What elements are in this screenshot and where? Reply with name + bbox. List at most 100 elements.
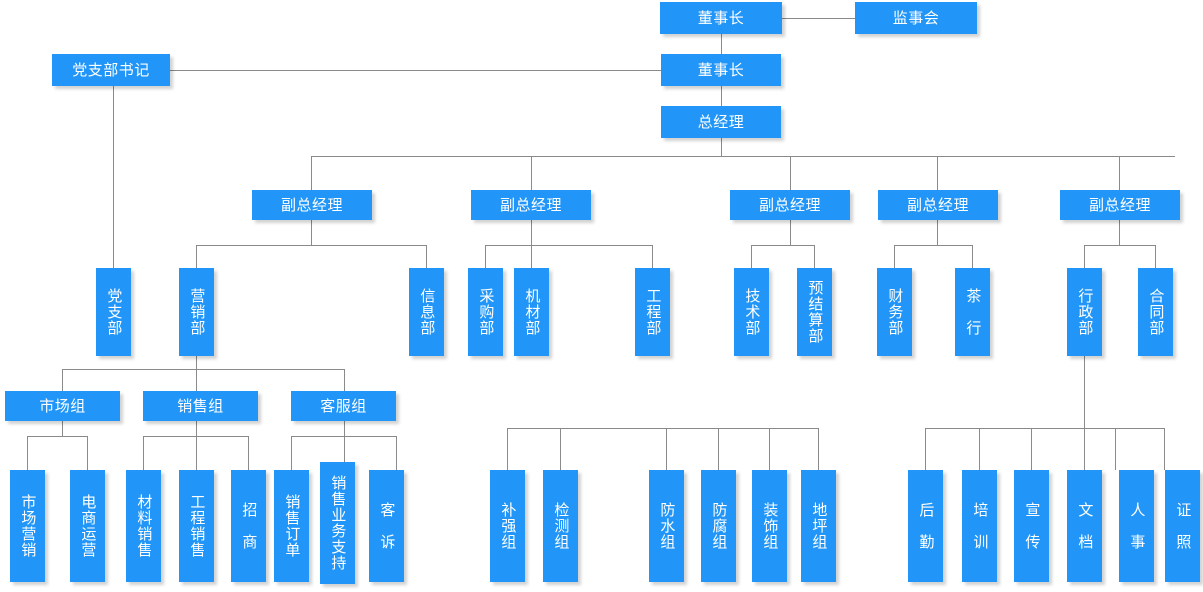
connector-admin-bus [925, 428, 1164, 429]
node-machinery-dept[interactable]: 机材部 [514, 268, 549, 356]
connector-deputy-drop-2 [531, 156, 532, 192]
connector-engineering-drop-reinforce [507, 428, 508, 470]
node-publicity[interactable]: 宣 传 [1014, 470, 1049, 582]
node-budget-dept[interactable]: 预结算部 [797, 268, 832, 356]
node-deputy-gm-3[interactable]: 副总经理 [730, 190, 850, 220]
connector-deputy3-drop-technology [751, 245, 752, 268]
connector-market-group-bus [27, 436, 87, 437]
connector-chairman-chairman2 [721, 34, 722, 56]
node-anticorrosion-group[interactable]: 防腐组 [701, 470, 736, 582]
node-personnel[interactable]: 人 事 [1119, 470, 1154, 582]
node-deputy-gm-1[interactable]: 副总经理 [252, 190, 372, 220]
connector-engineering-drop-decoration [769, 428, 770, 470]
connector-engineering-drop-anticorrosion [718, 428, 719, 470]
node-decoration-group[interactable]: 装饰组 [752, 470, 787, 582]
connector-admin-drop-publicity [1031, 428, 1032, 470]
connector-service-group-bus [291, 436, 396, 437]
connector-deputy1-stem [311, 220, 312, 245]
node-investment[interactable]: 招 商 [231, 470, 266, 582]
connector-deputy4-drop-finance [894, 245, 895, 268]
connector-marketing-drop-service [344, 369, 345, 391]
node-chairman-top[interactable]: 董事长 [660, 2, 782, 34]
connector-marketing-bus [62, 369, 344, 370]
connector-deputy2-drop-engineering [652, 245, 653, 268]
node-purchasing-dept[interactable]: 采购部 [468, 268, 503, 356]
node-reinforce-group[interactable]: 补强组 [490, 470, 525, 582]
connector-engineering-drop-waterproof [666, 428, 667, 470]
connector-deputy2-drop-machinery [531, 245, 532, 268]
connector-admin-drop-logistics [925, 428, 926, 470]
connector-deputy3-stem [790, 220, 791, 245]
connector-sales-group-drop-2 [196, 436, 197, 470]
connector-market-group-stem [62, 421, 63, 436]
connector-sales-group-drop-3 [248, 436, 249, 470]
connector-marketing-stem [196, 356, 197, 369]
node-general-manager[interactable]: 总经理 [661, 106, 781, 138]
connector-deputy4-stem [937, 220, 938, 245]
connector-deputy2-drop-purchasing [485, 245, 486, 268]
connector-market-group-drop-1 [27, 436, 28, 470]
connector-deputy-drop-5 [1119, 156, 1120, 192]
node-waterproof-group[interactable]: 防水组 [649, 470, 684, 582]
connector-service-group-drop-2 [344, 436, 345, 470]
connector-market-group-drop-2 [87, 436, 88, 470]
connector-engineering-drop-testing [560, 428, 561, 470]
connector-deputy1-bus [196, 245, 426, 246]
node-sales-order[interactable]: 销售订单 [274, 470, 309, 582]
connector-sales-group-stem [196, 421, 197, 436]
connector-marketing-drop-market [62, 369, 63, 391]
connector-admin-drop-documents [1084, 428, 1085, 470]
connector-deputy3-bus [751, 245, 814, 246]
node-sales-support[interactable]: 销售业务支持 [320, 462, 355, 584]
node-training[interactable]: 培 训 [962, 470, 997, 582]
connector-chairman-supervisory [782, 18, 855, 19]
connector-party-secretary-branch [113, 86, 114, 268]
connector-deputy5-drop-admin [1084, 245, 1085, 268]
node-service-group[interactable]: 客服组 [291, 391, 396, 421]
connector-deputy-drop-1 [311, 156, 312, 192]
connector-deputy5-drop-contract [1155, 245, 1156, 268]
node-contract-dept[interactable]: 合同部 [1138, 268, 1173, 356]
connector-chairman2-gm [721, 86, 722, 108]
node-certificates[interactable]: 证 照 [1165, 470, 1200, 582]
node-market-group[interactable]: 市场组 [5, 391, 120, 421]
node-finance-dept[interactable]: 财务部 [877, 268, 912, 356]
node-tea-business[interactable]: 茶 行 [955, 268, 990, 356]
connector-deputy1-drop-information [426, 245, 427, 268]
connector-deputy4-bus [894, 245, 972, 246]
connector-service-group-drop-3 [396, 436, 397, 470]
connector-admin-stem [1084, 356, 1085, 428]
connector-deputy2-bus [485, 245, 652, 246]
node-complaint[interactable]: 客 诉 [369, 470, 404, 582]
node-ecommerce-ops[interactable]: 电商运营 [70, 470, 105, 582]
node-party-branch[interactable]: 党支部 [96, 268, 131, 356]
node-logistics[interactable]: 后 勤 [908, 470, 943, 582]
node-marketing-dept[interactable]: 营销部 [179, 268, 214, 356]
node-testing-group[interactable]: 检测组 [543, 470, 578, 582]
node-deputy-gm-2[interactable]: 副总经理 [471, 190, 591, 220]
node-engineering-dept[interactable]: 工程部 [635, 268, 670, 356]
connector-deputy-drop-3 [790, 156, 791, 192]
node-material-sales[interactable]: 材料销售 [126, 470, 161, 582]
node-technology-dept[interactable]: 技术部 [734, 268, 769, 356]
connector-admin-drop-training [979, 428, 980, 470]
connector-admin-drop-certificates [1164, 428, 1165, 470]
node-flooring-group[interactable]: 地坪组 [801, 470, 836, 582]
node-admin-dept[interactable]: 行政部 [1067, 268, 1102, 356]
connector-deputy1-drop-marketing [196, 245, 197, 268]
node-deputy-gm-5[interactable]: 副总经理 [1060, 190, 1180, 220]
connector-service-group-stem [344, 421, 345, 436]
connector-deputy3-drop-budget [814, 245, 815, 268]
node-information-dept[interactable]: 信息部 [409, 268, 444, 356]
node-sales-group[interactable]: 销售组 [143, 391, 258, 421]
connector-deputy-drop-4 [937, 156, 938, 192]
node-deputy-gm-4[interactable]: 副总经理 [878, 190, 998, 220]
node-party-secretary[interactable]: 党支部书记 [52, 54, 170, 86]
node-documents[interactable]: 文 档 [1067, 470, 1102, 582]
node-market-marketing[interactable]: 市场营销 [10, 470, 45, 582]
node-supervisory-board[interactable]: 监事会 [855, 2, 977, 34]
connector-sales-group-bus [143, 436, 248, 437]
node-chairman-second[interactable]: 董事长 [661, 54, 781, 86]
node-engineering-sales[interactable]: 工程销售 [179, 470, 214, 582]
